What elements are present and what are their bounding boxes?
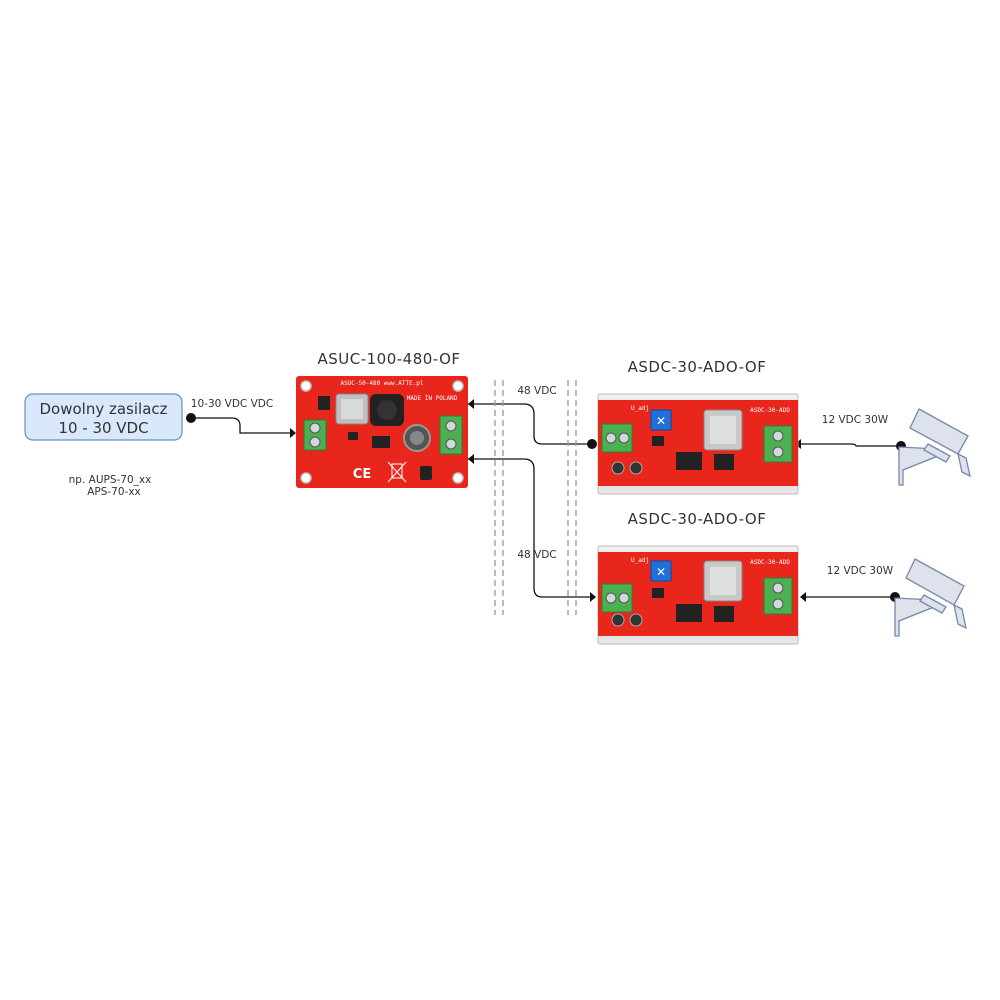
wire-arrow bbox=[290, 428, 296, 438]
converter-silk-name: ASDC-30-ADO bbox=[750, 407, 790, 414]
link-boundaries bbox=[494, 380, 577, 615]
power-supply-line1: Dowolny zasilacz bbox=[39, 400, 167, 418]
power-supply-example-2: APS-70-xx bbox=[87, 486, 141, 498]
wire-48v-bottom bbox=[468, 458, 595, 598]
converter-ic bbox=[676, 604, 702, 622]
converter-title: ASDC-30-ADO-OF bbox=[628, 358, 767, 376]
potentiometer-cross-icon: ✕ bbox=[656, 565, 666, 579]
wire-arrow bbox=[590, 592, 596, 602]
converter-input-terminal bbox=[601, 423, 633, 453]
inductor-core bbox=[341, 399, 363, 419]
wire-dot bbox=[186, 413, 196, 423]
wire-48v-top bbox=[468, 403, 595, 445]
power-supply-box bbox=[24, 393, 183, 441]
converter-unit-bottom[interactable]: ASDC-30-ADO-OF U_adj ASDC-30-ADO ✕ bbox=[597, 510, 799, 645]
booster-button bbox=[420, 466, 432, 480]
mount-holes bbox=[300, 380, 464, 484]
booster-silk-made: MADE IN POLAND bbox=[407, 395, 458, 402]
converter-input-terminal bbox=[601, 583, 633, 613]
booster-ic bbox=[348, 432, 358, 440]
output-label-top: 12 VDC 30W bbox=[822, 414, 889, 426]
converter-capacitor bbox=[629, 613, 643, 627]
converter-title: ASDC-30-ADO-OF bbox=[628, 510, 767, 528]
inductor-core bbox=[710, 567, 736, 595]
converter-potentiometer bbox=[650, 409, 672, 431]
potentiometer-cross-icon: ✕ bbox=[656, 414, 666, 428]
wire-out-top bbox=[796, 443, 900, 447]
converter-capacitor bbox=[629, 461, 643, 475]
booster-output-terminal bbox=[439, 415, 463, 455]
wire-arrow bbox=[800, 592, 806, 602]
coil-core bbox=[377, 400, 397, 420]
camera-icon[interactable] bbox=[898, 408, 971, 486]
converter-ic bbox=[652, 436, 664, 446]
output-label-bottom: 12 VDC 30W bbox=[827, 565, 894, 577]
inductor-core bbox=[710, 416, 736, 444]
converter-ic bbox=[714, 606, 734, 622]
converter-silk-adj: U_adj bbox=[631, 557, 649, 564]
converter-ic bbox=[676, 452, 702, 470]
booster-ic bbox=[318, 396, 330, 410]
booster-ic bbox=[372, 436, 390, 448]
converter-silk-adj: U_adj bbox=[631, 405, 649, 412]
converter-output-terminal bbox=[763, 425, 793, 463]
converter-ic bbox=[714, 454, 734, 470]
converter-silk-name: ASDC-30-ADO bbox=[750, 559, 790, 566]
wires bbox=[190, 403, 900, 598]
wire-arrow bbox=[468, 454, 474, 464]
wire-dot bbox=[587, 439, 597, 449]
wire-arrow bbox=[468, 399, 474, 409]
power-supply-example-1: np. AUPS-70_xx bbox=[69, 474, 152, 486]
converter-capacitor bbox=[611, 461, 625, 475]
camera-icon[interactable] bbox=[894, 558, 967, 637]
capacitor-top bbox=[410, 431, 424, 445]
link-label-bottom: 48 VDC bbox=[517, 549, 556, 561]
booster-title: ASUC-100-480-OF bbox=[317, 350, 460, 368]
power-supply-node[interactable]: Dowolny zasilacz 10 - 30 VDC bbox=[24, 393, 183, 441]
power-supply-line2: 10 - 30 VDC bbox=[58, 419, 148, 437]
booster-ce-mark: CE bbox=[353, 467, 371, 482]
converter-output-terminal bbox=[763, 577, 793, 615]
booster-silk-top: ASUC-50-480 www.ATTE.pl bbox=[340, 380, 423, 387]
booster-board[interactable]: ASUC-50-480 www.ATTE.pl MADE IN POLAND C… bbox=[296, 376, 468, 488]
link-label-top: 48 VDC bbox=[517, 385, 556, 397]
wire-input bbox=[190, 417, 295, 434]
converter-ic bbox=[652, 588, 664, 598]
converter-unit-top[interactable]: ASDC-30-ADO-OF U_adj ASDC-30-ADO ✕ bbox=[597, 358, 799, 495]
converter-potentiometer bbox=[650, 560, 672, 582]
booster-input-terminal bbox=[303, 419, 327, 451]
input-voltage-label: 10-30 VDC VDC bbox=[191, 398, 273, 410]
converter-capacitor bbox=[611, 613, 625, 627]
weee-bin-icon bbox=[387, 461, 407, 483]
